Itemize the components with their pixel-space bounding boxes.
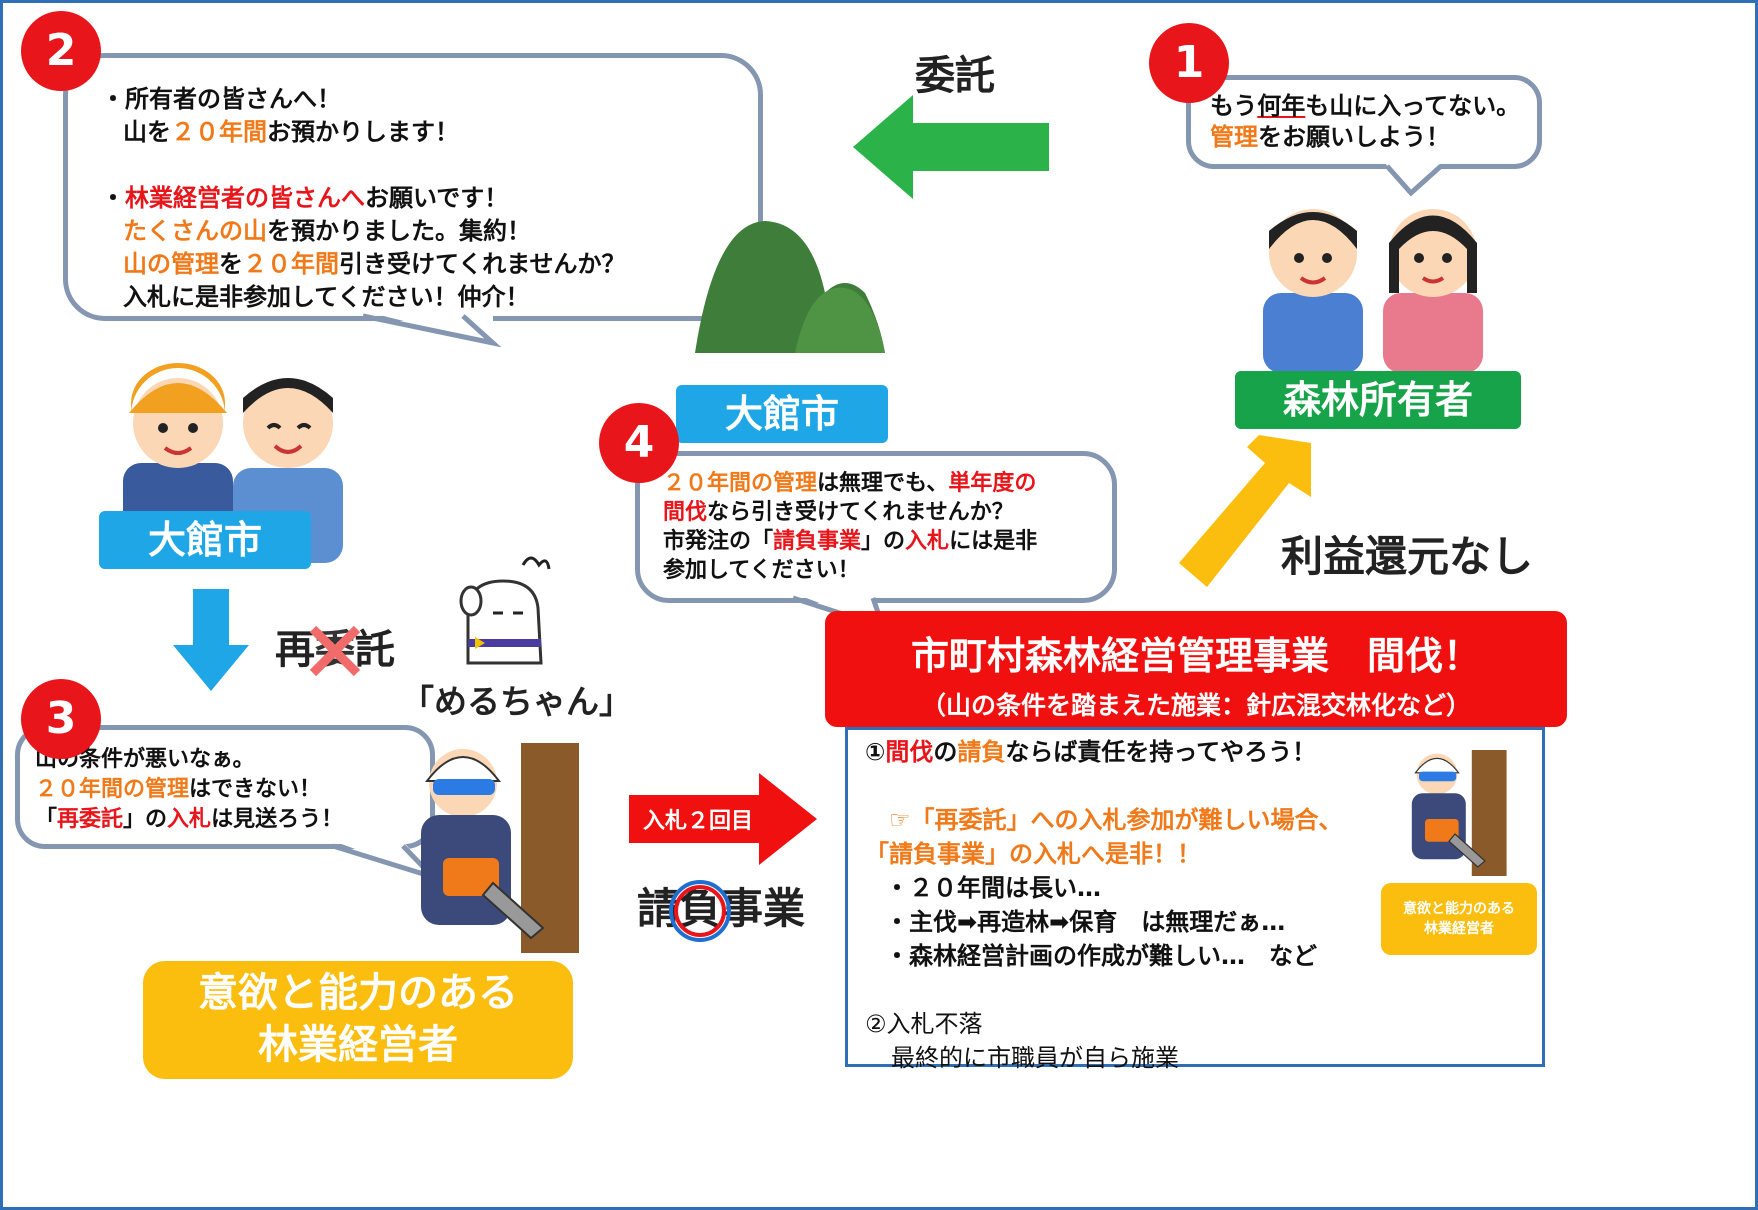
text: には是非	[949, 529, 1038, 554]
owner-label: 森林所有者	[1235, 371, 1521, 429]
bubble-4-text: ２０年間の管理は無理でも、単年度の 間伐なら引き受けてくれませんか？ 市発注の「…	[663, 469, 1037, 585]
step-badge-3: 3	[21, 679, 101, 759]
text: をお願いしよう！	[1258, 123, 1450, 151]
reentrust-label: 再委託	[275, 617, 395, 677]
manager-label-line: 林業経営者	[258, 1022, 458, 1068]
highlight-text: 林業経営者の皆さんへ	[125, 184, 365, 212]
highlight-text: 入札	[167, 807, 212, 832]
bubble-2-tail	[362, 311, 502, 348]
contract-label: 請負事業	[637, 875, 806, 942]
step-badge-1: 1	[1149, 23, 1229, 103]
result-bullet: ・２０年間は長い…	[885, 874, 1101, 902]
text: ①	[865, 738, 886, 766]
bubble-2-text: ・所有者の皆さんへ！ 山を２０年間お預かりします！ ・林業経営者の皆さんへお願い…	[101, 83, 626, 314]
text: 引き受けてくれませんか？	[339, 250, 626, 278]
forester-chainsaw-icon	[421, 743, 579, 953]
text: お願いです！	[365, 184, 509, 212]
highlight-text: ２０年間の管理	[35, 777, 190, 802]
text: ・	[101, 184, 125, 212]
result-line: 最終的に市職員が自ら施業	[891, 1044, 1179, 1072]
highlight-text: 山の管理	[123, 250, 219, 278]
down-arrow	[173, 589, 249, 691]
step-badge-2: 2	[21, 11, 101, 91]
manager-label: 意欲と能力のある 林業経営者	[143, 961, 573, 1079]
text: 再	[275, 627, 315, 673]
highlight-text: 間伐	[885, 738, 934, 766]
text: も山に入ってない。	[1305, 92, 1521, 120]
bubble-4-line: 参加してください！	[663, 558, 860, 583]
highlight-text: 請負事業	[773, 529, 862, 554]
bubble-2-line: 入札に是非参加してください！仲介！	[123, 283, 530, 311]
highlight-text: ２０年間	[243, 250, 339, 278]
highlight-text: 再委託	[57, 807, 124, 832]
bubble-1-text: もう何年も山に入ってない。 管理をお願いしよう！	[1210, 91, 1520, 153]
result-line: 「請負事業」の入札へ是非！！	[865, 840, 1201, 868]
text: は無理でも、	[817, 471, 949, 496]
result-text: ①間伐の請負ならば責任を持ってやろう！ ☞「再委託」への入札参加が難しい場合、 …	[865, 735, 1343, 1075]
bubble-3-text: 山の条件が悪いなぁ。 ２０年間の管理はできない！ 「再委託」の入札は見送ろう！	[35, 745, 343, 835]
text: を	[219, 250, 243, 278]
forest-owners-icon	[1263, 209, 1483, 373]
step-badge-4: 4	[599, 403, 679, 483]
mascot-label: 「めるちゃん」	[401, 682, 632, 721]
bid-arrow	[629, 773, 817, 865]
small-manager-line: 意欲と能力のある	[1403, 901, 1515, 917]
bubble-1-tail	[1383, 161, 1443, 197]
speech-bubble-1	[1186, 75, 1542, 169]
circled-text: 負	[669, 880, 732, 942]
bubble-2-line: ・所有者の皆さんへ！	[101, 85, 341, 113]
highlight-text: 単年度の	[948, 471, 1037, 496]
highlight-text: たくさんの山	[123, 217, 267, 245]
highlight-text: 管理	[1210, 123, 1258, 151]
speech-bubble-2	[63, 53, 763, 321]
result-bullet: ・主伐➡再造林➡保育 は無理だぁ…	[885, 908, 1286, 936]
entrust-label: 委託	[915, 53, 995, 99]
highlight-text: 間伐	[663, 500, 708, 525]
text: の	[933, 738, 958, 766]
struck-text: 委	[309, 625, 361, 677]
highlight-text: 入札	[905, 529, 950, 554]
text: 市発注の「	[663, 529, 774, 554]
no-profit-arrow	[1179, 435, 1311, 587]
mountain-icon	[695, 221, 885, 353]
city-label-left: 大館市	[99, 511, 311, 569]
text: は見送ろう！	[211, 807, 344, 832]
city-label-mountain: 大館市	[676, 385, 888, 443]
highlight-text: 請負	[957, 738, 1006, 766]
underlined-text: 何年	[1257, 92, 1306, 120]
project-banner: 市町村森林経営管理事業 間伐！ （山の条件を踏まえた施業：針広混交林化など）	[825, 611, 1567, 727]
manager-label-line: 意欲と能力のある	[198, 970, 518, 1016]
no-profit-label: 利益還元なし	[1281, 532, 1534, 581]
mascot-dog-icon	[459, 556, 551, 665]
text: 事業	[721, 884, 806, 933]
text: お預かりします！	[267, 118, 459, 146]
text: 」の	[861, 529, 906, 554]
banner-subtitle: （山の条件を踏まえた施業：針広混交林化など）	[920, 691, 1471, 720]
banner-title: 市町村森林経営管理事業 間伐！	[910, 634, 1481, 678]
text: ならば責任を持ってやろう！	[1005, 738, 1317, 766]
result-bullet: ・森林経営計画の作成が難しい… など	[885, 942, 1317, 970]
text: はできない！	[189, 777, 322, 802]
text: 山を	[123, 118, 171, 146]
highlight-text: ２０年間の管理	[663, 471, 818, 496]
text: を預かりました。集約！	[267, 217, 531, 245]
text: 「	[35, 807, 58, 832]
small-manager-line: 林業経営者	[1424, 921, 1494, 937]
small-manager-label: 意欲と能力のある 林業経営者	[1381, 883, 1537, 955]
forester-chainsaw-icon	[1411, 750, 1507, 876]
result-line: ②入札不落	[865, 1010, 983, 1038]
bid-arrow-label: 入札２回目	[643, 809, 754, 834]
text: 」の	[123, 807, 168, 832]
text: なら引き受けてくれませんか？	[707, 500, 1014, 525]
text: もう	[1210, 92, 1258, 120]
text: 託	[355, 627, 395, 673]
result-line: ☞「再委託」への入札参加が難しい場合、	[889, 806, 1343, 834]
entrust-arrow	[853, 95, 1049, 199]
highlight-text: ２０年間	[171, 118, 267, 146]
